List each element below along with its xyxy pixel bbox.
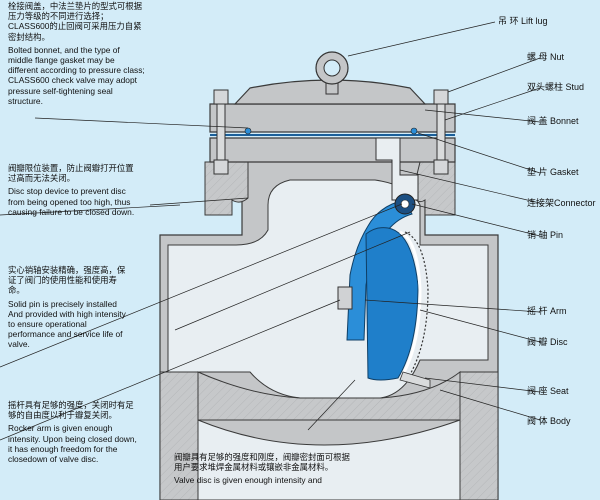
- label-bonnet-en: Bonnet: [550, 116, 579, 126]
- label-arm: 摇 杆 Arm: [527, 306, 567, 317]
- label-seat-cn: 阀 座: [527, 386, 548, 396]
- stud-left: [213, 89, 229, 175]
- label-nut-cn: 螺 母: [527, 52, 548, 62]
- label-body-cn: 阀 体: [527, 416, 548, 426]
- label-disc-en: Disc: [550, 337, 568, 347]
- label-gasket-cn: 垫 片: [527, 167, 548, 177]
- note-bolted-bonnet: 栓接阀盖，中法兰垫片的型式可根据压力等级的不同进行选择；CLASS600的止回阀…: [8, 1, 146, 106]
- label-connector-en: Connector: [554, 198, 596, 208]
- label-gasket: 垫 片 Gasket: [527, 167, 579, 178]
- note-valve-disc-en: Valve disc is given enough intensity and: [174, 475, 322, 486]
- label-disc-cn: 阀 瓣: [527, 337, 548, 347]
- note-solid-pin: 实心销轴安装精确，强度高，保证了阀门的使用性能和使用寿命。 Solid pin …: [8, 265, 133, 350]
- note-disc-stop: 阀瓣限位装置，防止阀瓣打开位置过高而无法关闭。 Disc stop device…: [8, 163, 138, 217]
- lift-lug: [315, 51, 349, 95]
- part-leader-lines: [347, 21, 541, 421]
- note-leader-lines: [0, 117, 411, 441]
- label-bonnet: 阀 盖 Bonnet: [527, 116, 579, 127]
- label-nut-en: Nut: [550, 52, 565, 62]
- label-stud-en: Stud: [565, 82, 585, 92]
- label-disc: 阀 瓣 Disc: [527, 337, 568, 348]
- note-rocker-arm: 摇杆具有足够的强度，关闭时有足够的自由度以利于瓣复关闭。 Rocker arm …: [8, 400, 138, 464]
- note-valve-disc-cn: 阀瓣具有足够的强度和刚度，阀瓣密封面可根据用户要求堆焊金属材料或镶嵌非金属材料。: [174, 452, 350, 473]
- label-body-en: Body: [550, 416, 571, 426]
- label-pin-en: Pin: [550, 230, 564, 240]
- note-rocker-arm-en: Rocker arm is given enough intensity. Up…: [8, 423, 137, 465]
- gasket-right-mark: [410, 127, 418, 135]
- note-bolted-bonnet-cn: 栓接阀盖，中法兰垫片的型式可根据压力等级的不同进行选择；CLASS600的止回阀…: [8, 1, 142, 42]
- label-seat-en: Seat: [550, 386, 569, 396]
- disc: [365, 227, 429, 381]
- label-body: 阀 体 Body: [527, 416, 571, 427]
- label-bonnet-cn: 阀 盖: [527, 116, 548, 126]
- label-lift-lug-cn: 吊 环: [498, 16, 519, 26]
- note-rocker-arm-cn: 摇杆具有足够的强度，关闭时有足够的自由度以利于瓣复关闭。: [8, 400, 134, 421]
- arm: [346, 199, 413, 341]
- note-disc-stop-cn: 阀瓣限位装置，防止阀瓣打开位置过高而无法关闭。: [8, 163, 134, 184]
- gasket-left-mark: [244, 127, 252, 135]
- label-connector: 连接架Connector: [527, 198, 596, 209]
- label-gasket-en: Gasket: [550, 167, 579, 177]
- pin-center: [400, 199, 410, 209]
- note-solid-pin-en: Solid pin is precisely installed And pro…: [8, 298, 126, 350]
- note-valve-disc: 阀瓣具有足够的强度和刚度，阀瓣密封面可根据用户要求堆焊金属材料或镶嵌非金属材料。…: [174, 452, 352, 486]
- connector: [375, 137, 419, 201]
- note-solid-pin-cn: 实心销轴安装精确，强度高，保证了阀门的使用性能和使用寿命。: [8, 265, 126, 296]
- label-stud: 双头螺柱 Stud: [527, 82, 584, 93]
- label-stud-cn: 双头螺柱: [527, 82, 564, 92]
- label-seat: 阀 座 Seat: [527, 386, 569, 397]
- note-bolted-bonnet-en: Bolted bonnet, and the type of middle fl…: [8, 44, 145, 106]
- label-arm-en: Arm: [550, 306, 567, 316]
- label-pin-cn: 销 轴: [527, 230, 548, 240]
- label-arm-cn: 摇 杆: [527, 306, 548, 316]
- arm-nut: [337, 286, 353, 310]
- seat: [399, 371, 431, 389]
- note-disc-stop-en: Disc stop device to prevent disc from be…: [8, 186, 135, 217]
- label-lift-lug: 吊 环 Lift lug: [498, 16, 548, 27]
- label-nut: 螺 母 Nut: [527, 52, 564, 63]
- stud-right: [433, 89, 449, 175]
- label-connector-cn: 连接架: [527, 198, 555, 208]
- label-lift-lug-en: Lift lug: [521, 16, 548, 26]
- label-pin: 销 轴 Pin: [527, 230, 563, 241]
